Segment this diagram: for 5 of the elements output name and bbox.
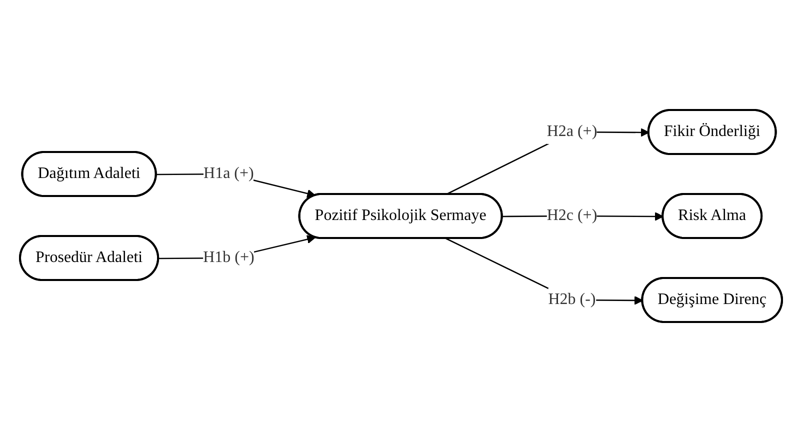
edge-label: H2c (+) bbox=[546, 206, 597, 224]
edge-label: H2a (+) bbox=[546, 123, 597, 140]
edge-label: H1b (+) bbox=[202, 248, 254, 266]
edge-label: H2b (-) bbox=[548, 290, 596, 308]
edge-label: H1a (+) bbox=[203, 164, 254, 182]
